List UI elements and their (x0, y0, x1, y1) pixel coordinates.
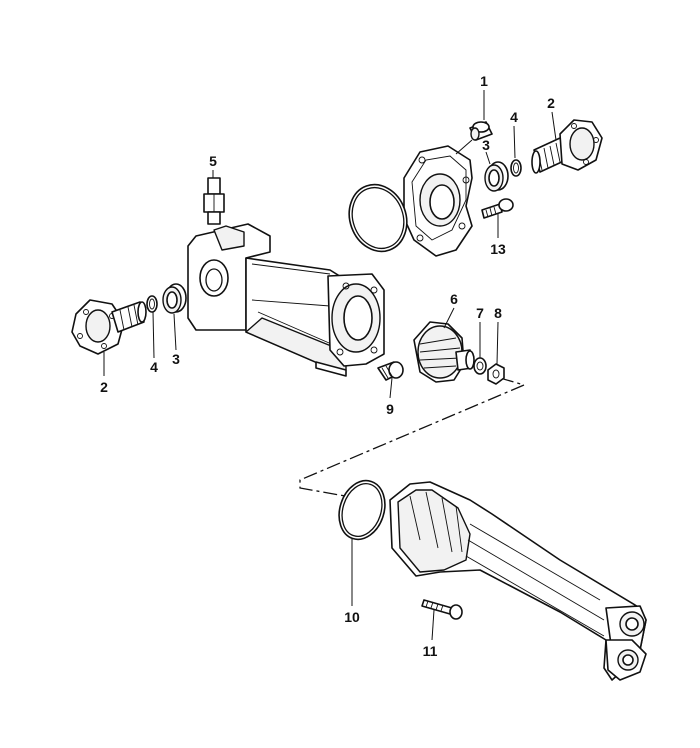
part-2-flange-shaft-top (531, 119, 603, 174)
part-13-bolt (481, 198, 514, 219)
part-2-flange-shaft-left (71, 299, 147, 355)
part-10-o-ring (338, 479, 386, 541)
part-7-washer (473, 357, 487, 375)
leader-6 (443, 307, 455, 329)
leader-1b (455, 139, 473, 155)
callout-6: 6 (450, 291, 458, 307)
part-3-bearing-top (484, 161, 509, 192)
part-4-ring-left (146, 295, 158, 313)
part-4-ring-top (510, 159, 522, 177)
part-1-plug (469, 121, 493, 141)
leader-3-top (485, 151, 491, 165)
assembly-reference-line (299, 377, 526, 497)
callout-8: 8 (494, 305, 502, 321)
part-3-bearing-left (162, 283, 187, 314)
transmission-housing (187, 223, 385, 377)
callout-13: 13 (490, 241, 506, 257)
part-8-nut (487, 363, 505, 385)
callout-3-top: 3 (482, 137, 490, 153)
leader-9 (389, 377, 393, 399)
callout-4-left: 4 (150, 359, 158, 375)
callout-10: 10 (344, 609, 360, 625)
callout-2-left: 2 (100, 379, 108, 395)
callout-7: 7 (476, 305, 484, 321)
flange-cover (403, 145, 473, 257)
callout-9: 9 (386, 401, 394, 417)
callout-11: 11 (423, 643, 438, 659)
part-5-breather (203, 177, 225, 225)
leader-4-top (513, 125, 516, 159)
leader-11 (431, 609, 435, 641)
callout-5: 5 (209, 153, 217, 169)
callout-4-top: 4 (510, 109, 518, 125)
o-ring-large-top (348, 183, 408, 253)
leader-2-top (551, 111, 557, 141)
callout-2-top: 2 (547, 95, 555, 111)
callout-1: 1 (480, 73, 488, 89)
part-11-screw (421, 599, 463, 620)
leader-4-left (152, 311, 155, 359)
axle-tube-housing (389, 481, 647, 681)
leader-8 (496, 321, 499, 365)
callout-3-left: 3 (172, 351, 180, 367)
part-6-coupling (413, 321, 475, 383)
part-9-drain-plug (377, 361, 404, 381)
leader-3-left (173, 313, 177, 351)
